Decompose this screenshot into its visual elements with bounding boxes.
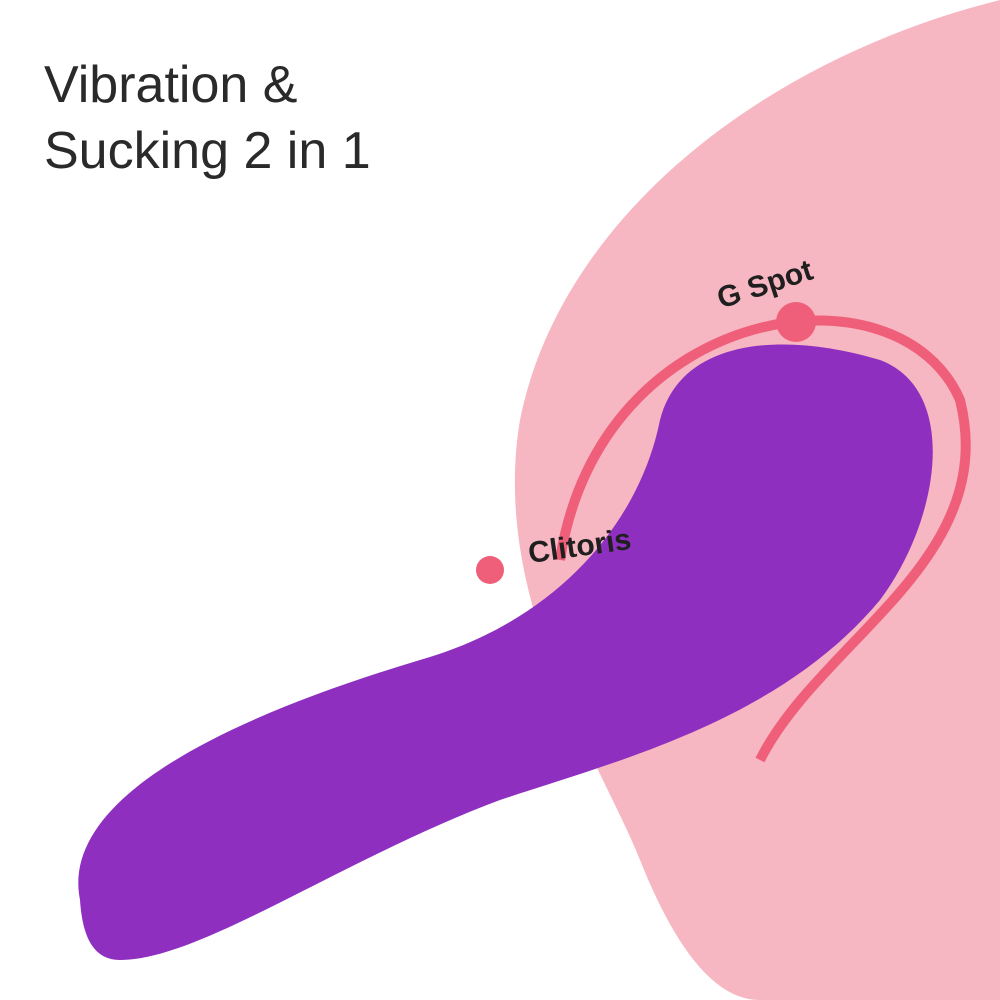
headline-line-2: Sucking 2 in 1 xyxy=(44,122,371,180)
headline-line-1: Vibration & xyxy=(44,56,298,114)
headline: Vibration & Sucking 2 in 1 xyxy=(44,52,371,184)
